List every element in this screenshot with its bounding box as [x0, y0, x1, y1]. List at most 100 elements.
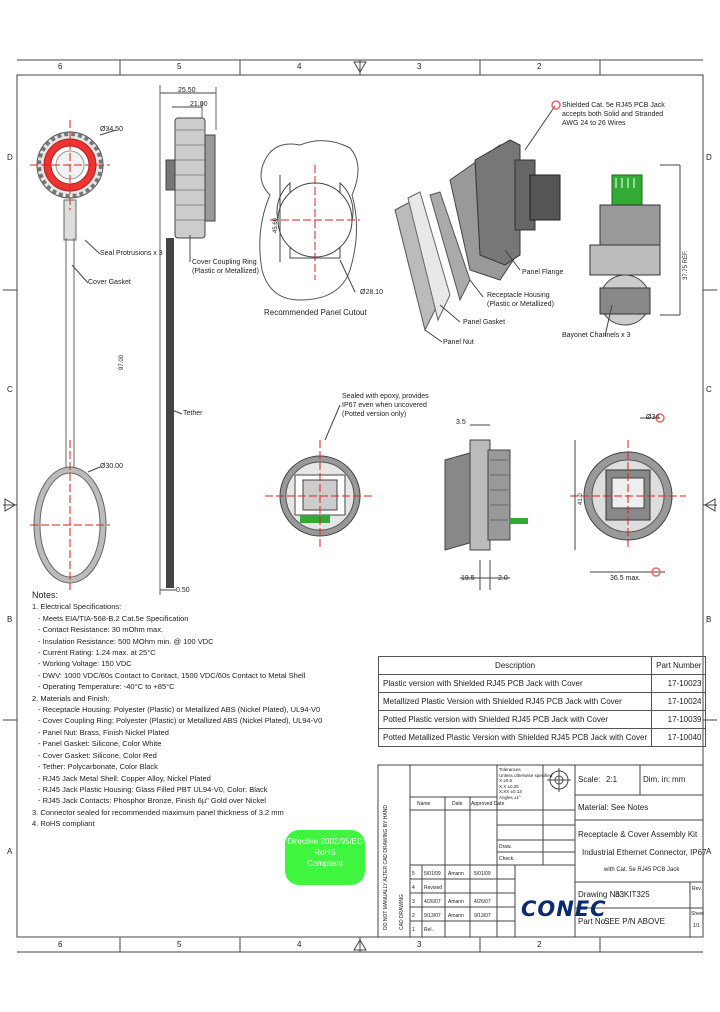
dim-label: Dim. in: — [643, 775, 671, 784]
label-receptacle-housing-2: (Plastic or Metallized) — [487, 301, 554, 308]
company-logo: CONEC — [521, 897, 607, 921]
drawing-title: Receptacle & Cover Assembly Kit — [578, 830, 698, 839]
panel-cutout-title: Recommended Panel Cutout — [264, 308, 367, 317]
zone-left-d: D — [7, 153, 13, 162]
zone-left-c: C — [7, 385, 13, 394]
table-row: Metallized Plastic Version with Shielded… — [377, 692, 707, 711]
header-description: Description — [377, 656, 653, 675]
note-line: - Cover Gasket: Silicone, Color Red — [38, 750, 157, 760]
projection-symbol — [547, 768, 571, 792]
note-line: 3. Connector sealed for recommended maxi… — [32, 807, 284, 817]
dim-width-inner: 21.00 — [190, 101, 208, 108]
note-line: - Tether: Polycarbonate, Color Black — [38, 762, 158, 772]
dim-tether-end: 0.50 — [176, 587, 190, 594]
dim-cover-dia: Ø34.50 — [100, 126, 123, 133]
label-panel-flange: Panel Flange — [522, 269, 564, 276]
zone-bottom-6: 6 — [58, 940, 63, 949]
note-line: - Panel Gasket: Silicone, Color White — [38, 739, 162, 749]
material: Material: See Notes — [578, 803, 649, 812]
notes-block: Notes: 1. Electrical Specifications: - M… — [32, 590, 322, 830]
cover-front-view — [30, 120, 117, 590]
dim-3-5: 3.5 — [456, 419, 466, 426]
note-line: - RJ45 Jack Contacts: Phosphor Bronze, F… — [38, 796, 266, 806]
label-cover-coupling-ring-1: Cover Coupling Ring — [192, 259, 257, 266]
note-line: - RJ45 Jack Metal Shell: Copper Alloy, N… — [38, 773, 211, 783]
label-panel-nut: Panel Nut — [443, 339, 474, 346]
parts-table: Description Part Number Plastic version … — [377, 656, 707, 747]
rev-col-name: Name — [417, 801, 431, 807]
zone-right-b: B — [706, 615, 712, 624]
parts-table-header: Description Part Number — [377, 656, 707, 675]
label-cover-gasket: Cover Gasket — [88, 279, 131, 286]
label-sealed-epoxy-3: (Potted version only) — [342, 411, 407, 418]
row-part-number: 17-10039 — [651, 710, 707, 729]
drawing-subtitle: Industrial Ethernet Connector, IP67 — [582, 848, 707, 857]
note-line: - Panel Nut: Brass, Finish Nickel Plated — [38, 727, 169, 737]
label-shielded-jack-3: AWG 24 to 26 Wires — [562, 120, 626, 127]
label-seal-protrusions: Seal Protrusions x 3 — [100, 250, 163, 257]
receptacle-rear-view — [570, 417, 686, 573]
note-line: - Contact Resistance: 30 mOhm max. — [38, 625, 164, 635]
dim-19-5: 19.5 — [461, 575, 475, 582]
label-shielded-jack-1: Shielded Cat. 5e RJ45 PCB Jack — [562, 102, 665, 109]
note-line: - Current Rating: 1.24 max. at 25°C — [38, 648, 156, 658]
dim-cutout-height: 45.60 — [273, 217, 279, 233]
zone-left-a: A — [7, 847, 13, 856]
note-line: - Insulation Resistance: 500 MOhm min. @… — [38, 636, 214, 646]
note-line: - Cover Coupling Ring: Polyester (Plasti… — [38, 716, 323, 726]
row-part-number: 17-10040 — [651, 728, 707, 747]
tolerance-line: X.XX ±0.13 — [499, 789, 522, 794]
row-part-number: 17-10023 — [651, 674, 707, 693]
tolerance-line: X ±0.5 — [499, 778, 512, 783]
zone-left-b: B — [7, 615, 13, 624]
dim-tether-length: 97.00 — [119, 354, 125, 370]
note-line: - Operating Temperature: -40°C to +85°C — [38, 682, 175, 692]
note-line: 2. Materials and Finish: — [32, 693, 110, 703]
row-description: Potted Metallized Plastic Version with S… — [377, 728, 653, 747]
note-line: - Working Voltage: 150 VDC — [38, 659, 132, 669]
note-line: 1. Electrical Specifications: — [32, 602, 122, 612]
label-sealed-epoxy-1: Sealed with epoxy, provides — [342, 393, 429, 400]
note-line: - RJ45 Jack Plastic Housing: Glass Fille… — [38, 784, 268, 794]
zone-bottom-3: 3 — [417, 940, 422, 949]
notes-title: Notes: — [32, 590, 59, 600]
zone-right-c: C — [706, 385, 712, 394]
row-description: Potted Plastic version with Shielded RJ4… — [377, 710, 653, 729]
scale-value: 2:1 — [606, 775, 618, 784]
zone-right-d: D — [706, 153, 712, 162]
label-panel-gasket: Panel Gasket — [463, 319, 506, 326]
zone-top-4: 4 — [297, 62, 302, 71]
dim-2-0: 2.0 — [498, 575, 508, 582]
dim-36-5: 36.5 max. — [610, 575, 641, 582]
table-row: Potted Plastic version with Shielded RJ4… — [377, 710, 707, 729]
zone-bottom-2: 2 — [537, 940, 542, 949]
part-no: SEE P/N ABOVE — [604, 917, 665, 926]
dim-41: 41.0 — [578, 493, 584, 505]
exploded-receptacle-view — [394, 105, 681, 343]
scale-label: Scale: — [578, 775, 601, 784]
cad-note: CAD DRAWING — [399, 894, 405, 930]
dim-side-ref: 37.75 REF. — [683, 250, 689, 280]
receptacle-side-view — [444, 424, 528, 590]
zone-bottom-5: 5 — [177, 940, 182, 949]
draw-label: Draw. — [499, 844, 512, 850]
rev-col-approved: Approved Date — [471, 801, 505, 807]
side-warning: DO NOT MANUALLY ALTER CAD DRAWING BY HAN… — [383, 805, 389, 930]
dim-loop-dia: Ø30.00 — [100, 463, 123, 470]
zone-top-2: 2 — [537, 62, 542, 71]
label-sealed-epoxy-2: IP67 even when uncovered — [342, 402, 427, 409]
sheet-value: 1/1 — [693, 923, 700, 929]
header-part-number: Part Number — [651, 656, 707, 675]
conec-logo — [520, 895, 570, 925]
row-description: Plastic version with Shielded RJ45 PCB J… — [377, 674, 653, 693]
dim-width-outer: 25.50 — [178, 87, 196, 94]
zone-right-a: A — [706, 847, 712, 856]
rev-col-date: Date — [452, 801, 463, 807]
receptacle-front-view — [265, 404, 375, 550]
